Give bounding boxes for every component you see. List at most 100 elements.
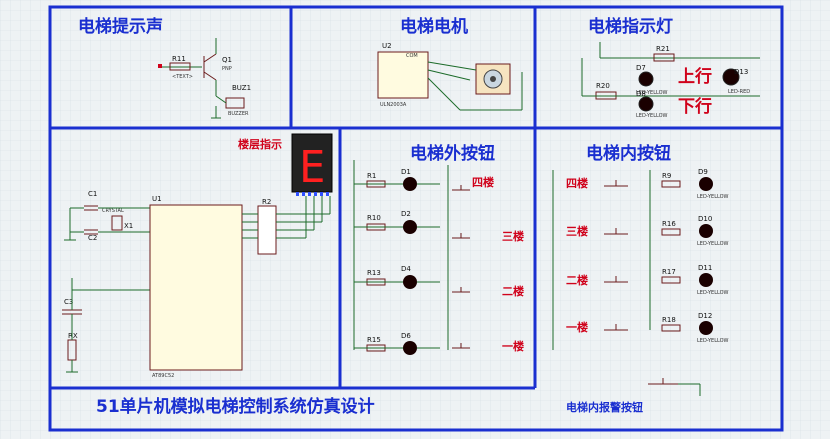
- inside-row: 三楼 R16 D10 LED-YELLOW: [566, 215, 729, 247]
- d13-type: LED-RED: [728, 89, 750, 95]
- inside-led: [699, 224, 713, 238]
- r20-label: R20: [596, 82, 610, 90]
- inside-floor-1: 一楼: [566, 320, 588, 334]
- inside-button-2[interactable]: [604, 276, 628, 283]
- inside-led-type: LED-YELLOW: [697, 338, 729, 344]
- inside-panel-title: 电梯内按钮: [586, 143, 671, 164]
- outside-r-label: R15: [367, 336, 381, 344]
- outside-floor-3: 三楼: [502, 229, 524, 243]
- outside-r-label: R1: [367, 172, 376, 180]
- buz1-type: BUZZER: [228, 111, 249, 117]
- inside-buttons-panel: 电梯内按钮 四楼 R9 D9 LED-YELLOW 三楼 R16 D10 LED…: [552, 143, 729, 414]
- d8-type: LED-YELLOW: [636, 113, 668, 119]
- inside-row: 四楼 R9 D9 LED-YELLOW: [566, 168, 729, 200]
- r2-label: R2: [262, 198, 271, 206]
- panel-frame: [48, 5, 784, 432]
- d7-led: [638, 71, 654, 87]
- inside-led: [699, 177, 713, 191]
- indicator-circuit: R21 R20 D7 LED-YELLOW D8 LED-YELLOW 上行 下…: [581, 42, 760, 119]
- inside-floor-3: 三楼: [566, 224, 588, 238]
- inside-r-label: R9: [662, 172, 671, 180]
- up-label: 上行: [678, 66, 712, 87]
- buzzer-panel-title: 电梯提示声: [78, 16, 163, 37]
- outside-button-3[interactable]: [452, 233, 470, 239]
- inside-d-label: D10: [698, 215, 712, 223]
- r21-label: R21: [656, 45, 670, 53]
- u2-chip-name: ULN2003A: [380, 102, 407, 108]
- inside-led: [699, 321, 713, 335]
- outside-floor-2: 二楼: [502, 284, 524, 298]
- alarm-label: 电梯内报警按钮: [566, 400, 643, 414]
- inside-r-label: R18: [662, 316, 676, 324]
- inside-button-1[interactable]: [604, 324, 628, 331]
- outside-led: [403, 275, 417, 289]
- indicator-panel-title: 电梯指示灯: [588, 16, 673, 37]
- mcu-chip: U1 AT89C52: [149, 195, 243, 379]
- outside-d-label: D4: [401, 265, 411, 273]
- com-label: COM: [406, 53, 418, 59]
- outside-row: R15 D6 一楼: [354, 332, 524, 355]
- outside-buttons-panel: 电梯外按钮 R1 D1 四楼 R10 D2 三楼 R13 D4: [353, 143, 524, 355]
- outside-floor-4: 四楼: [472, 175, 494, 189]
- d7-label: D7: [636, 64, 646, 72]
- d13-led: [722, 68, 740, 86]
- outside-button-4[interactable]: [452, 185, 470, 191]
- inside-d-label: D9: [698, 168, 708, 176]
- outside-row: R10 D2 三楼: [354, 210, 524, 243]
- motor-panel-title: 电梯电机: [400, 16, 468, 37]
- inside-led-type: LED-YELLOW: [697, 241, 729, 247]
- q1-label: Q1: [222, 56, 232, 64]
- resistor-pack: R2: [242, 196, 331, 255]
- seven-segment-display: E: [291, 133, 333, 196]
- down-label: 下行: [678, 96, 712, 117]
- inside-floor-4: 四楼: [566, 176, 588, 190]
- inside-row: 一楼 R18 D12 LED-YELLOW: [566, 312, 729, 344]
- x1-label: X1: [124, 222, 133, 230]
- outside-d-label: D6: [401, 332, 411, 340]
- u2-label: U2: [382, 42, 392, 50]
- outside-r-label: R10: [367, 214, 381, 222]
- inside-r-label: R16: [662, 220, 676, 228]
- indicator-panel: 电梯指示灯 R21 R20 D7 LED-YELLOW D8 LED-YELLO…: [581, 16, 760, 119]
- inside-button-3[interactable]: [604, 228, 628, 235]
- c1-label: C1: [88, 190, 97, 198]
- outside-r-label: R13: [367, 269, 381, 277]
- r11-text: <TEXT>: [172, 74, 193, 80]
- outside-row: R1 D1 四楼: [354, 168, 494, 191]
- floor-indicator-label: 楼层指示: [238, 137, 282, 151]
- inside-d-label: D11: [698, 264, 712, 272]
- buzzer-panel: 电梯提示声 R11 <TEXT> Q1 PNP BUZ1 BUZZER: [78, 16, 251, 119]
- uln2003-chip: U2 COM ULN2003A: [377, 42, 429, 108]
- inside-led-type: LED-YELLOW: [697, 194, 729, 200]
- c3-label: C3: [64, 298, 73, 306]
- outside-led: [403, 341, 417, 355]
- crystal-circuit: C1 C2 X1 CRYSTAL C3 RX: [62, 190, 150, 373]
- r11-label: R11: [172, 55, 186, 63]
- outside-button-1[interactable]: [452, 343, 470, 349]
- inside-button-4[interactable]: [604, 180, 628, 187]
- outside-led: [403, 220, 417, 234]
- outside-led: [403, 177, 417, 191]
- q1-type: PNP: [222, 66, 232, 72]
- outside-d-label: D1: [401, 168, 411, 176]
- inside-led: [699, 273, 713, 287]
- inside-row: 二楼 R17 D11 LED-YELLOW: [566, 264, 729, 296]
- alarm-button[interactable]: [648, 378, 701, 396]
- outside-floor-1: 一楼: [502, 339, 524, 353]
- d7-type: LED-YELLOW: [636, 90, 668, 96]
- c2-label: C2: [88, 234, 97, 242]
- u1-label: U1: [152, 195, 162, 203]
- outside-panel-title: 电梯外按钮: [410, 143, 495, 164]
- d8-led: [638, 96, 654, 112]
- d8-label: D8: [636, 90, 646, 98]
- outside-d-label: D2: [401, 210, 411, 218]
- stepper-motor: [427, 61, 523, 111]
- buzzer-circuit: R11 <TEXT> Q1 PNP BUZ1 BUZZER: [158, 38, 251, 119]
- outside-button-2[interactable]: [452, 287, 470, 293]
- motor-panel: 电梯电机 U2 COM ULN2003A: [377, 16, 523, 111]
- d13-label: D13: [734, 68, 748, 76]
- rx-label: RX: [68, 332, 78, 340]
- inside-d-label: D12: [698, 312, 712, 320]
- inside-led-type: LED-YELLOW: [697, 290, 729, 296]
